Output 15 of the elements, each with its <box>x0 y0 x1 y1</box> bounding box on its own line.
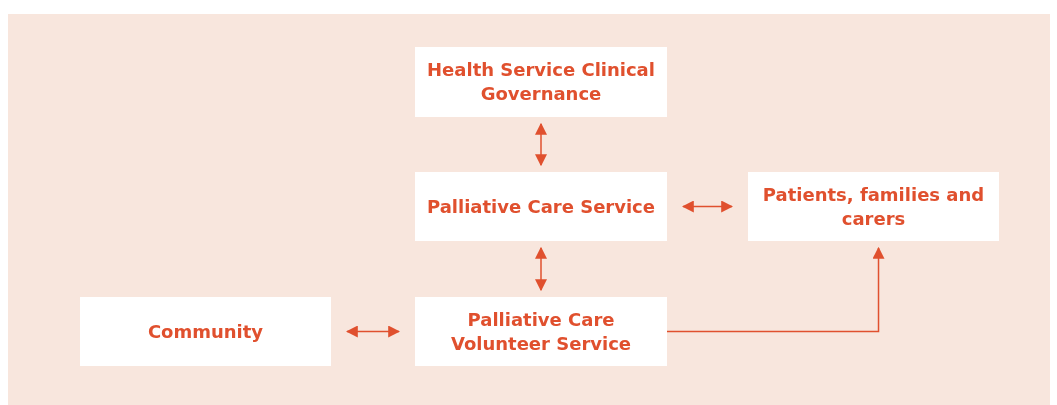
process-box <box>80 297 331 366</box>
box-label: Palliative Care Volunteer Service <box>449 307 633 356</box>
box-label: Palliative Care Service <box>426 194 655 219</box>
arrow <box>535 246 547 292</box>
process-box <box>748 172 999 241</box>
arrow <box>681 200 734 213</box>
process-box <box>415 297 667 366</box>
arrow <box>666 246 885 333</box>
arrow <box>345 325 401 338</box>
box-label: Community <box>147 319 264 344</box>
process-box <box>415 47 667 117</box>
box-label: Health Service Clinical Governance <box>426 58 656 106</box>
arrow <box>535 122 547 167</box>
process-box <box>415 172 667 241</box>
box-label: Patients, families and carers <box>761 182 986 231</box>
